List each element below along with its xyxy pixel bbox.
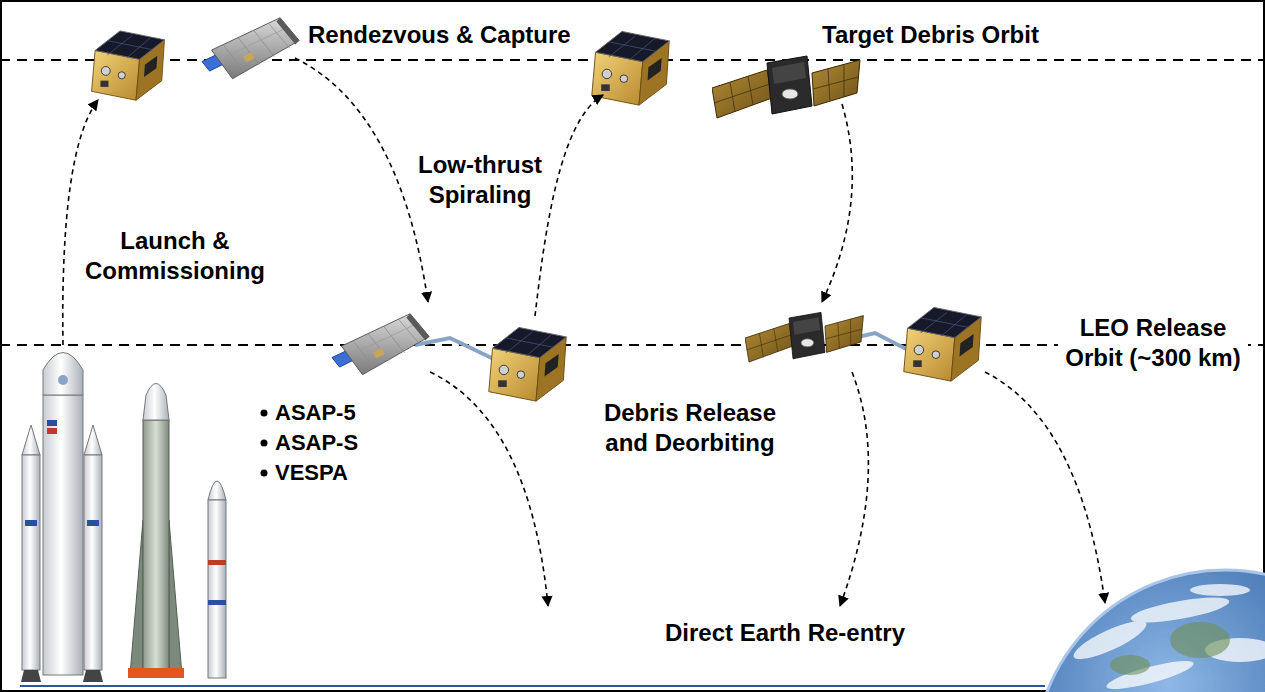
trajectory-arrow	[535, 95, 603, 316]
phase-label: Debris Release and Deorbiting	[590, 398, 790, 458]
debris-satellite	[745, 312, 863, 362]
trajectory-arrow	[840, 372, 868, 606]
debris-satellite	[712, 56, 860, 118]
vega-launcher	[208, 481, 226, 678]
ariane5-launcher	[21, 353, 103, 683]
ground-line	[20, 685, 1045, 687]
phase-label: Rendezvous & Capture	[308, 20, 571, 50]
debris-envisat	[332, 314, 429, 375]
servicer-satellite	[592, 31, 669, 105]
launcher-name: ASAP-S	[275, 428, 358, 458]
trajectory-arrow	[985, 372, 1105, 603]
servicer-satellite	[904, 307, 981, 381]
trajectory-arrow	[430, 372, 548, 606]
trajectory-arrow	[822, 104, 852, 302]
servicer-satellite	[489, 327, 566, 401]
capture-arm	[415, 338, 500, 362]
orbit-label: Target Debris Orbit	[822, 20, 1039, 50]
list-bullets	[261, 410, 268, 477]
trajectory-arrow	[63, 100, 98, 345]
debris-envisat	[202, 18, 299, 79]
launcher-name: ASAP-5	[275, 398, 356, 428]
phase-label: Direct Earth Re-entry	[655, 618, 915, 648]
soyuz-launcher	[128, 384, 184, 679]
servicer-satellite	[92, 31, 165, 100]
orbit-label: LEO Release Orbit (~300 km)	[1058, 313, 1248, 373]
earth-globe	[1034, 570, 1265, 692]
phase-label: Launch & Commissioning	[75, 226, 275, 286]
trajectory-arrow	[295, 58, 428, 302]
phase-label: Low-thrust Spiraling	[405, 150, 555, 210]
launcher-name: VESPA	[275, 458, 348, 488]
